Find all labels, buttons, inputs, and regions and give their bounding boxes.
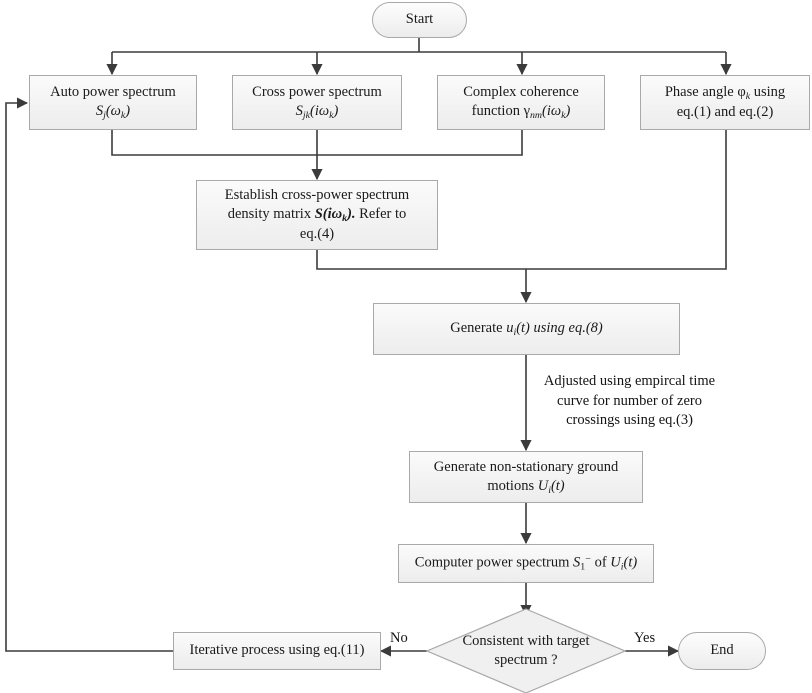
node-establish-line3: eq.(4) [299,225,335,242]
node-end-label: End [710,642,734,659]
node-cross-power-line2: Sjk(iωk) [295,103,339,121]
node-auto-power-spectrum[interactable]: Auto power spectrum Sj(ωk) [29,75,197,130]
edge-label-no: No [390,630,408,646]
decision-line2: spectrum ? [494,652,558,668]
node-phase-angle[interactable]: Phase angle φk using eq.(1) and eq.(2) [640,75,810,130]
annotation-adjusted: Adjusted using empircal time curve for n… [527,372,732,431]
node-generate-u-label: Generate ui(t) using eq.(8) [450,320,603,338]
annotation-line1: Adjusted using empircal time [543,373,716,389]
annotation-line2: curve for number of zero [557,392,702,409]
node-establish-line2: density matrix S(iωk). Refer to [227,206,407,224]
node-decision-consistent[interactable]: Consistent with target spectrum ? [426,608,626,693]
node-cross-power-spectrum[interactable]: Cross power spectrum Sjk(iωk) [232,75,402,130]
decision-label: Consistent with target spectrum ? [448,632,604,670]
node-start[interactable]: Start [372,2,467,38]
node-end[interactable]: End [678,632,766,670]
diamond-shape [426,608,626,693]
node-auto-power-line2: Sj(ωk) [95,103,131,121]
node-establish-line1: Establish cross-power spectrum [224,187,410,203]
node-coherence-line2: function γnm(iωk) [471,103,571,121]
node-start-label: Start [405,11,434,28]
node-compute-spectrum-label: Computer power spectrum S1− of Ui(t) [414,554,638,573]
edge-merge-three [111,130,523,156]
node-compute-spectrum[interactable]: Computer power spectrum S1− of Ui(t) [398,544,654,583]
edge-feedback-loop [5,97,173,652]
edge-label-yes: Yes [634,630,656,646]
node-nonstationary-line2: motions Ui(t) [487,477,565,496]
node-phase-angle-line1: Phase angle φk using [664,84,786,102]
decision-line1: Consistent with target [462,633,590,650]
node-establish-matrix[interactable]: Establish cross-power spectrum density m… [196,180,438,250]
node-auto-power-line1: Auto power spectrum [50,84,176,101]
node-nonstationary-line1: Generate non-stationary ground [433,458,619,475]
node-generate-nonstationary[interactable]: Generate non-stationary ground motions U… [409,451,643,503]
node-iterative-process[interactable]: Iterative process using eq.(11) [173,632,381,670]
annotation-line3: crossings using eq.(3) [566,412,693,429]
node-phase-angle-line2: eq.(1) and eq.(2) [676,103,774,120]
node-cross-power-line1: Cross power spectrum [252,84,382,101]
node-complex-coherence[interactable]: Complex coherence function γnm(iωk) [437,75,605,130]
node-coherence-line1: Complex coherence [463,84,579,101]
node-iterative-label: Iterative process using eq.(11) [189,642,365,659]
node-generate-u[interactable]: Generate ui(t) using eq.(8) [373,303,680,355]
